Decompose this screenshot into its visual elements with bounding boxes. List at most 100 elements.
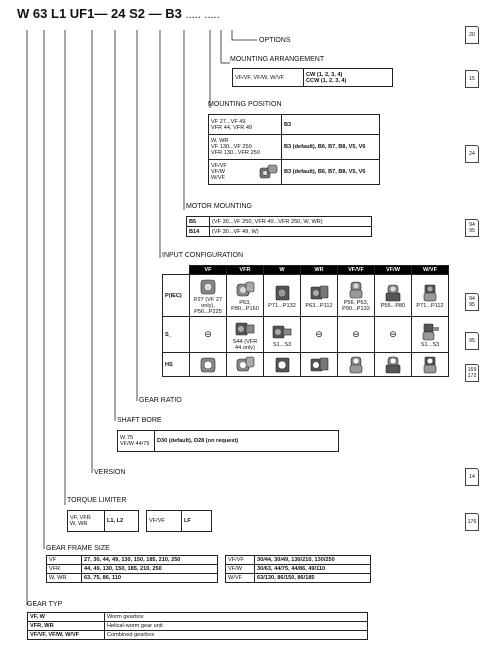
input-config-cell: P71...P132 [263,274,301,317]
table-header-row: VF VFR W WR VF/VF VF/W W/VF [162,265,449,275]
shaft-bore-key-line: W 75 [120,435,134,441]
mounting-position-key-line: VFR 130...VFR 250 [211,150,260,156]
shaft-bore-key-line: VF/W 44/75 [120,441,150,447]
motor-mounting-key-1: B14 [186,226,210,237]
input-config-cell [374,352,412,377]
table-row: B5 (VF 30...VF 250, VFR 49...VFR 250, W,… [186,216,372,227]
input-config-col-wvf: W/VF [411,265,449,275]
mounting-arrangement-label: MOUNTING ARRANGEMENT [230,56,325,63]
input-config-cell: P71...P112 [411,274,449,317]
gear-frame-key: W/VF [225,573,255,583]
mounting-arrangement-cw: CW (1, 2, 3, 4) [306,71,343,78]
worm-gearbox-w-iec-icon [275,285,290,300]
input-config-cell: ⊖ [374,316,412,353]
combined-vfvf-hollow-shaft-icon [349,356,363,373]
torque-limiter-value-1: L1, L2 [104,510,139,532]
input-config-cell-text: P56, P63, P90...P132 [342,299,370,312]
input-config-cell: P63...P112 [300,274,338,317]
combined-wvf-iec-icon [423,284,437,301]
gear-frame-key: VF [46,555,82,565]
code-dash-1: — [94,6,108,21]
input-config-row-key-piec: P(IEC) [162,274,190,317]
worm-hollow-shaft-icon [200,357,216,372]
input-config-cell: S44 (VFR 44 only) [226,316,264,353]
mounting-position-key-2: VF/VF VF/W W/VF [208,159,282,185]
gear-typ-key: VFR, WR [27,621,105,631]
mounting-position-key-line: W/VF [211,175,225,181]
input-config-cell: S1...S3 [263,316,301,353]
code-input: S2 [129,6,145,21]
input-config-page-number: 95 [469,338,475,344]
motor-mounting-page-number: 95 [469,228,475,234]
mounting-position-key-line: VF/W [211,169,225,175]
motor-mounting-page-tab: 94 95 [465,219,479,237]
input-config-cell-text: P63, P80...P160 [231,299,259,312]
code-frame-size: 63 [32,6,48,21]
mounting-arrangement-value: CW (1, 2, 3, 4) CCW (1, 2, 3, 4) [303,68,393,87]
helical-worm-wr-hollow-shaft-icon [310,357,329,371]
input-config-page-number: 172 [467,373,477,379]
options-label: OPTIONS [259,37,291,44]
input-config-cell [411,352,449,377]
input-config-cell: P63, P80...P160 [226,274,264,317]
input-configuration-label: INPUT CONFIGURATION [162,252,244,259]
input-config-cell: ⊖ [300,316,338,353]
gear-frame-value: 63, 75, 86, 110 [81,573,218,583]
input-config-row-key-hs: HS [162,352,190,377]
mounting-position-key-1: W, WR VF 130...VF 250 VFR 130...VFR 250 [208,134,282,160]
input-config-col-w: W [263,265,301,275]
code-gear-type: W [17,6,30,21]
input-config-cell-text: S44 (VFR 44 only) [232,338,258,351]
input-config-cell: S1...S3 [411,316,449,353]
input-config-piec-page-tab: 94 95 [465,293,479,311]
code-version: UF1 [69,6,95,21]
code-gear-ratio: 24 [110,6,126,21]
gear-frame-key: W, WR [46,573,82,583]
options-page-number: 20 [469,32,475,38]
code-dots-2: ..... [204,9,220,21]
mounting-arrangement-table: VF/VF, VF/W, W/VF CW (1, 2, 3, 4) CCW (1… [232,68,393,87]
motor-mounting-value-0: (VF 30...VF 250, VFR 49...VFR 250, W, WR… [209,216,372,227]
helical-worm-shaft-input-icon [235,322,255,335]
table-row: VF/VF, VF/W, W/VF CW (1, 2, 3, 4) CCW (1… [232,68,393,87]
not-available-icon: ⊖ [389,329,397,339]
code-dash-2: — [148,6,162,21]
shaft-bore-key: W 75 VF/W 44/75 [117,430,155,452]
gear-typ-key: VF/VF, VF/W, W/VF [27,630,105,640]
version-label: VERSION [94,469,126,476]
torque-limiter-table-1: VF, VFR W, WR L1, L2 [67,510,139,532]
table-row: HS [162,352,449,377]
gear-ratio-label: GEAR RATIO [139,397,182,404]
shaft-bore-label: SHAFT BORE [117,417,162,424]
torque-limiter-table-2: VF/VF LF [146,510,212,532]
mounting-position-key-0: VF 27...VF 49 VFR 44, VFR 49 [208,114,282,135]
table-row: B14 (VF 30...VF 49, W) [186,226,372,237]
gear-typ-label: GEAR TYP [27,601,63,608]
input-config-s-page-tab: 95 [465,332,479,350]
table-row: VF/VF LF [146,510,212,532]
table-row: S_ ⊖ S44 (VFR 44 only) S1...S3 ⊖ ⊖ ⊖ S1.… [162,316,449,353]
input-configuration-table: VF VFR W WR VF/VF VF/W W/VF P(IEC) P27 (… [162,265,449,377]
input-config-col-vfr: VFR [226,265,264,275]
motor-mounting-value-1: (VF 30...VF 49, W) [209,226,372,237]
input-config-col-wr: WR [300,265,338,275]
torque-limiter-value-2: LF [181,510,212,532]
mounting-position-value-1: B3 (default), B6, B7, B8, V5, V6 [281,134,380,160]
motor-mounting-table: B5 (VF 30...VF 250, VFR 49...VFR 250, W,… [186,216,372,237]
code-mounting-position: B3 [165,6,182,21]
not-available-icon: ⊖ [315,329,323,339]
not-available-icon: ⊖ [204,329,212,339]
input-config-cell-text: P71...P132 [268,302,296,309]
input-config-page-number: 94 [469,296,475,302]
mounting-position-key-line: VF 130...VF 250 [211,144,252,150]
gear-typ-key: VF, W [27,612,105,622]
torque-limiter-page-number: 176 [467,519,477,525]
gear-frame-key: VFR [46,564,82,574]
shaft-bore-table: W 75 VF/W 44/75 D30 (default), D28 (on r… [117,430,339,452]
